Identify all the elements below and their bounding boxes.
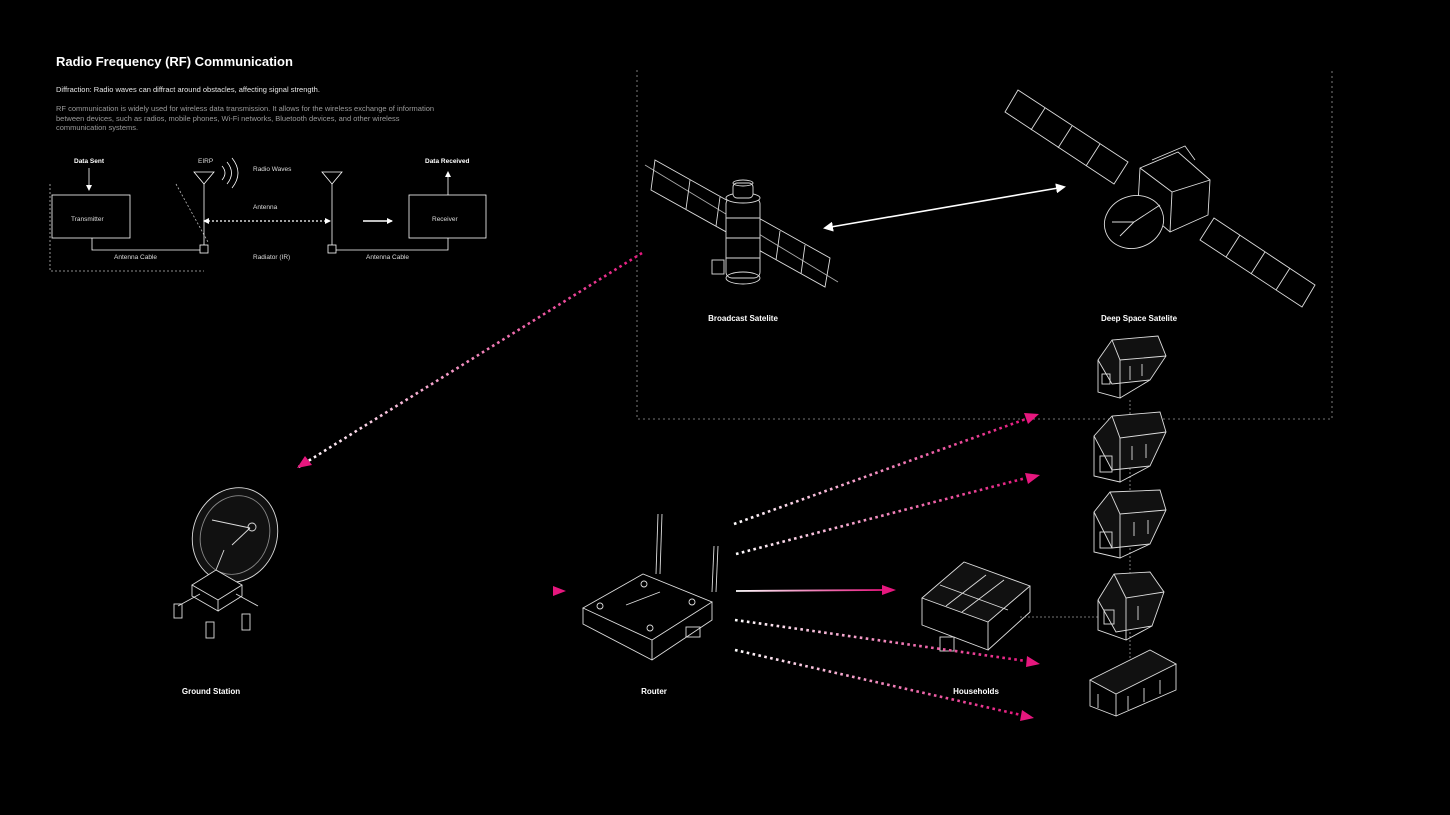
satellite-link-arrow [823, 183, 1066, 232]
house-4-icon [1097, 571, 1165, 641]
households-label: Households [953, 687, 999, 696]
receiver-label: Receiver [432, 216, 458, 223]
transmit-antenna-icon [193, 171, 215, 185]
transmitter-label: Transmitter [71, 216, 104, 223]
rf-schematic [49, 157, 487, 272]
broadcast-satellite-label: Broadcast Satelite [708, 314, 778, 323]
ground-station-dish-icon [173, 487, 279, 639]
ground-to-router-arrowhead [553, 586, 566, 596]
satellite-to-ground-arrowhead [297, 456, 312, 468]
router-to-households-arrows [733, 413, 1040, 721]
data-sent-label: Data Sent [74, 158, 104, 165]
description-paragraph: RF communication is widely used for wire… [56, 104, 435, 132]
antenna-label: Antenna [253, 204, 278, 211]
receive-antenna-icon [321, 171, 343, 185]
router-icon [582, 513, 719, 661]
deep-space-satellite-label: Deep Space Satelite [1100, 314, 1178, 323]
broadcast-satellite-icon [644, 159, 839, 288]
house-2-icon [1093, 411, 1167, 483]
deep-space-satellite-icon [1004, 89, 1316, 308]
antenna-cable-left-label: Antenna Cable [114, 254, 158, 261]
satellite-zone-frame [636, 70, 1333, 420]
data-received-label: Data Received [425, 158, 470, 165]
house-1-icon [1097, 335, 1167, 399]
house-3-icon [1093, 489, 1167, 559]
house-5-icon [1089, 649, 1177, 717]
diffraction-note: Diffraction: Radio waves can diffract ar… [56, 85, 320, 94]
radio-waves-label: Radio Waves [253, 166, 292, 173]
ground-station-label: Ground Station [181, 687, 241, 696]
eirp-label: EIRP [198, 158, 214, 165]
radiator-label: Radiator (IR) [253, 254, 291, 261]
satellite-to-ground-arrow [296, 251, 643, 470]
page-title: Radio Frequency (RF) Communication [56, 54, 293, 69]
household-floorplan-icon [921, 561, 1031, 652]
receiver-box [408, 194, 487, 239]
antenna-cable-right-label: Antenna Cable [366, 254, 410, 261]
transmitter-box [51, 194, 131, 239]
router-label: Router [641, 687, 667, 696]
